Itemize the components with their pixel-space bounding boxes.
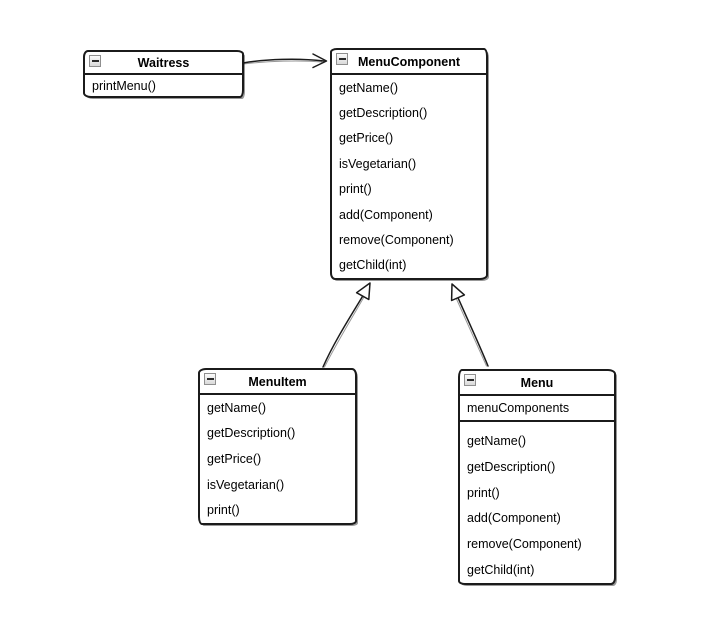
generalization-line-echo bbox=[456, 298, 487, 367]
class-box-waitress[interactable]: Waitress printMenu() bbox=[83, 50, 244, 98]
class-box-menu[interactable]: Menu menuComponents getName() getDescript… bbox=[458, 369, 616, 585]
method-row[interactable]: add(Component) bbox=[467, 511, 561, 526]
class-header-menu[interactable]: Menu bbox=[460, 371, 614, 396]
attribute-list: menuComponents bbox=[460, 396, 614, 422]
method-list: printMenu() bbox=[85, 75, 242, 96]
method-row[interactable]: remove(Component) bbox=[467, 537, 582, 552]
collapse-minus-icon[interactable] bbox=[464, 374, 476, 386]
class-box-menuitem[interactable]: MenuItem getName() getDescription() getPri… bbox=[198, 368, 357, 525]
method-row[interactable]: getChild(int) bbox=[467, 563, 535, 578]
generalization-line-echo bbox=[324, 296, 365, 368]
method-row[interactable]: add(Component) bbox=[339, 207, 433, 222]
method-row[interactable]: isVegetarian() bbox=[339, 156, 417, 171]
attribute-row[interactable]: menuComponents bbox=[467, 401, 570, 415]
minus-glyph bbox=[338, 58, 346, 60]
association-waitress-to-menucomponent[interactable] bbox=[242, 53, 328, 69]
method-list: getName() getDescription() getPrice() isVeg… bbox=[200, 395, 355, 523]
generalization-line bbox=[322, 295, 364, 368]
collapse-minus-icon[interactable] bbox=[204, 373, 216, 385]
method-row[interactable]: getDescription() bbox=[339, 106, 428, 121]
method-row[interactable]: print() bbox=[467, 485, 500, 500]
method-row[interactable]: remove(Component) bbox=[339, 232, 454, 247]
generalization-line bbox=[457, 296, 489, 367]
collapse-minus-icon[interactable] bbox=[89, 55, 101, 67]
association-line bbox=[242, 58, 325, 64]
association-line-echo bbox=[242, 60, 323, 65]
method-row[interactable]: print() bbox=[339, 182, 372, 197]
method-row[interactable]: getName() bbox=[207, 400, 267, 415]
open-arrowhead-icon bbox=[312, 53, 328, 69]
method-row[interactable]: getPrice() bbox=[339, 131, 394, 146]
method-list: getName() getDescription() getPrice() isVeg… bbox=[332, 75, 486, 278]
method-list: getName() getDescription() print() add(Comp… bbox=[460, 422, 614, 583]
method-row[interactable]: getName() bbox=[339, 80, 399, 95]
collapse-minus-icon[interactable] bbox=[336, 53, 348, 65]
method-row[interactable]: printMenu() bbox=[92, 78, 156, 93]
class-box-menucomponent[interactable]: MenuComponent getName()getDescription()g… bbox=[330, 48, 488, 280]
hollow-triangle-arrowhead-icon bbox=[355, 282, 371, 301]
hollow-triangle-arrowhead-icon bbox=[450, 283, 466, 302]
class-header-menuitem[interactable]: MenuItem bbox=[200, 370, 355, 395]
method-row[interactable]: print() bbox=[207, 503, 240, 518]
generalization-menu-to-menucomponent[interactable] bbox=[450, 283, 489, 367]
method-row[interactable]: getDescription() bbox=[207, 426, 296, 441]
minus-glyph bbox=[91, 60, 99, 62]
method-row[interactable]: getName() bbox=[467, 433, 527, 448]
minus-glyph bbox=[466, 379, 474, 381]
method-row[interactable]: isVegetarian() bbox=[207, 477, 285, 492]
generalization-menuitem-to-menucomponent[interactable] bbox=[322, 282, 371, 368]
class-title: Menu bbox=[520, 375, 554, 390]
class-title: MenuComponent bbox=[357, 54, 461, 69]
class-title: MenuItem bbox=[248, 374, 307, 389]
method-row[interactable]: getPrice() bbox=[207, 451, 262, 466]
minus-glyph bbox=[206, 378, 214, 380]
method-row[interactable]: getChild(int) bbox=[339, 258, 407, 273]
method-row[interactable]: getDescription() bbox=[467, 459, 556, 474]
class-header-menucomponent[interactable]: MenuComponent bbox=[332, 50, 486, 75]
class-header-waitress[interactable]: Waitress bbox=[85, 52, 242, 75]
class-title: Waitress bbox=[137, 55, 190, 70]
